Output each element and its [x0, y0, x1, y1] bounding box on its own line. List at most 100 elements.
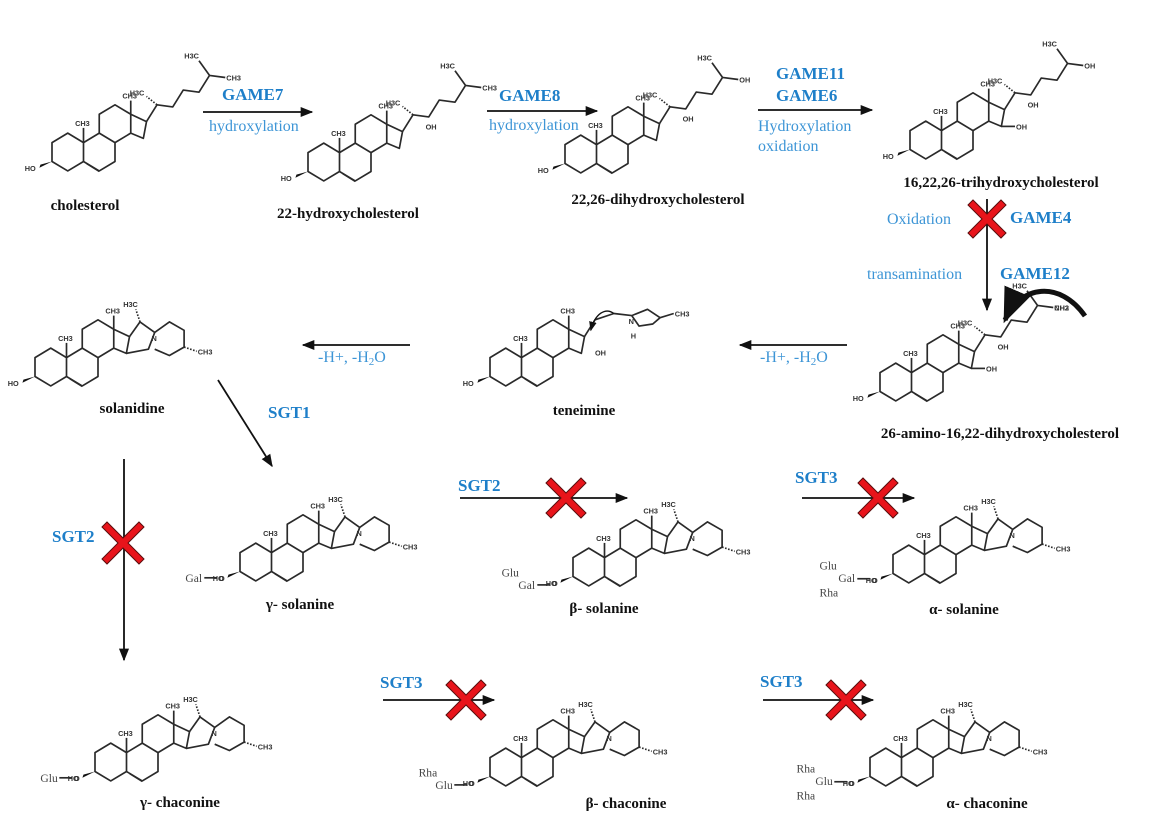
methyl-hash: [388, 541, 402, 548]
enzyme-label-game6: GAME6: [776, 86, 838, 105]
atom-label-n: N: [629, 317, 634, 326]
sugar-label: Glu: [502, 568, 520, 580]
side-chain: [401, 70, 482, 133]
compound-label-22-hydroxycholesterol: 22-hydroxycholesterol: [277, 206, 419, 222]
reaction-label-hydroxylation-2: hydroxylation: [489, 117, 579, 134]
atom-label-h3c: H3C: [123, 300, 138, 309]
methyl-hash: [721, 546, 735, 553]
enzyme-label-game8: GAME8: [499, 86, 561, 105]
atom-label-ch3: CH3: [513, 734, 528, 743]
reaction-text: -H+, -H: [318, 349, 369, 366]
atom-label-ho: HO: [866, 576, 877, 585]
sugar-label: Glu: [815, 776, 833, 788]
atom-label-ch3: CH3: [950, 322, 965, 331]
sugar-label: Rha: [797, 763, 816, 775]
sugar-label: Gal: [518, 580, 535, 592]
enzyme-label-sgt2-vertical: SGT2: [52, 527, 95, 546]
atom-label-h3c: H3C: [130, 88, 145, 97]
atom-label-ch3: CH3: [122, 92, 137, 101]
atom-label-ho: HO: [883, 152, 894, 161]
atom-label-ch3: CH3: [105, 307, 120, 316]
atom-label-h3c: H3C: [697, 54, 712, 63]
methyl-hash: [340, 504, 346, 518]
steroid-core: [81, 709, 191, 783]
reaction-label-oxidation-game4: Oxidation: [887, 211, 951, 228]
atom-label-oh16: OH: [1016, 123, 1027, 132]
methyl-hash: [243, 741, 257, 748]
block-x-icon: [545, 477, 587, 519]
reaction-text: O: [374, 349, 386, 366]
atom-label-ch3: CH3: [980, 80, 995, 89]
atom-label-h3c: H3C: [661, 500, 676, 509]
atom-label-ho: HO: [463, 379, 474, 388]
steroid-core: [294, 109, 404, 183]
atom-label-n: N: [1010, 531, 1015, 540]
enzyme-label-game11: GAME11: [776, 64, 845, 83]
block-x-icon: [101, 521, 145, 565]
atom-label-h3c: H3C: [643, 90, 658, 99]
atom-label-o: O: [74, 774, 80, 783]
atom-label-o: O: [872, 576, 878, 585]
atom-label-h: H: [631, 332, 636, 341]
steroid-core: [896, 87, 1006, 161]
atom-label-oh: OH: [595, 349, 606, 358]
sugar-label: Gal: [185, 573, 202, 585]
atom-label-ch3: CH3: [653, 747, 668, 756]
block-marks-layer: [101, 199, 1007, 721]
enzyme-label-game12: GAME12: [1000, 264, 1070, 283]
block-mark-sgt3-chaconine-1: [445, 679, 487, 721]
compound-label-26-amino-16-22-dihydroxycholesterol: 26-amino-16,22-dihydroxycholesterol: [880, 426, 1120, 442]
atom-label-n: N: [987, 734, 992, 743]
methyl-hash: [973, 325, 986, 336]
indolizidine-rings: [581, 721, 640, 757]
methyl-hash: [638, 746, 652, 753]
atom-label-ho: HO: [463, 779, 474, 788]
methyl-hash: [993, 506, 999, 520]
atom-label-ch3: CH3: [893, 734, 908, 743]
atom-label-ch3: CH3: [310, 502, 325, 511]
atom-label-ch3: CH3: [513, 334, 528, 343]
steroid-core: [21, 314, 131, 388]
indolizidine-rings: [331, 516, 390, 552]
atom-label-ch3: CH3: [118, 729, 133, 738]
steroid-core: [38, 99, 148, 173]
atom-label-ch3: CH3: [331, 129, 346, 138]
atom-label-ho: HO: [538, 166, 549, 175]
enzyme-label-sgt3-chaconine-2: SGT3: [760, 672, 803, 691]
compound-label-16-22-26-trihydroxycholesterol: 16,22,26-trihydroxycholesterol: [903, 175, 1099, 191]
atom-label-ch3: CH3: [675, 310, 690, 319]
sugar-label: Glu: [40, 773, 58, 785]
atom-label-ch3: CH3: [1033, 747, 1048, 756]
methyl-hash: [145, 95, 158, 106]
methyl-hash: [658, 97, 671, 108]
indolizidine-rings: [664, 521, 723, 557]
steroid-core: [559, 514, 669, 588]
atom-label-ho: HO: [843, 779, 854, 788]
atom-label-o: O: [469, 779, 475, 788]
sugar-label: Gal: [838, 573, 855, 585]
block-x-icon: [857, 477, 899, 519]
atom-label-ch3: CH3: [198, 347, 213, 356]
methyl-hash: [970, 709, 976, 723]
atom-label-oh16: OH: [986, 365, 997, 374]
atom-label-h3c: H3C: [328, 495, 343, 504]
enzyme-label-sgt3-solanine: SGT3: [795, 468, 838, 487]
reaction-label-dehydration-2: -H+, -H2O: [318, 348, 386, 372]
atom-label-h3c: H3C: [578, 700, 593, 709]
block-mark-sgt3-solanine: [857, 477, 899, 519]
atom-label-ch3: CH3: [736, 547, 751, 556]
atom-label-oh22: OH: [683, 115, 694, 124]
atom-label-ch3: CH3: [560, 307, 575, 316]
methyl-hash: [183, 346, 197, 353]
side-chain: [658, 62, 739, 125]
sugar-label: Glu: [435, 780, 453, 792]
indolizidine-rings: [126, 321, 185, 357]
block-x-icon: [825, 679, 867, 721]
